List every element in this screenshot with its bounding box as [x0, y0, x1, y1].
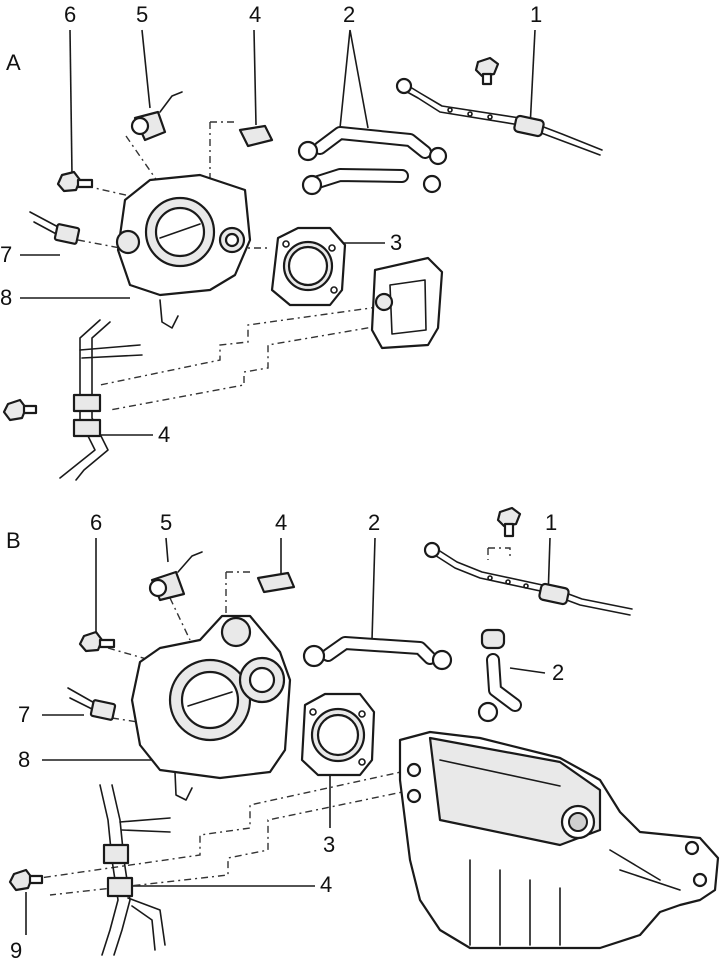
callout-b-2-top: 2 — [368, 510, 380, 535]
bolt-icon-b — [496, 506, 522, 538]
callout-a-6: 6 — [64, 2, 76, 27]
bolt-b — [78, 630, 116, 653]
callout-a-2: 2 — [343, 2, 355, 27]
callout-b-1: 1 — [545, 510, 557, 535]
sensor-a — [130, 91, 183, 142]
throttle-cable-a — [395, 77, 603, 156]
panel-b: B 1 2 2 3 4 4 5 6 7 8 9 — [6, 506, 720, 963]
throttle-body-a — [115, 173, 252, 329]
callout-b-8: 8 — [18, 747, 30, 772]
throttle-body-b — [130, 614, 292, 801]
panel-a: A 1 2 3 4 4 5 6 7 8 — [0, 2, 603, 481]
callout-a-3: 3 — [390, 230, 402, 255]
gasket-b — [300, 692, 376, 777]
bolt-icon-lower-a — [2, 398, 38, 422]
callout-a-4-top: 4 — [249, 2, 261, 27]
callout-a-4-bottom: 4 — [158, 422, 170, 447]
throttle-cable-b — [423, 541, 633, 616]
harness-b — [99, 784, 171, 956]
gasket-a — [270, 226, 347, 307]
callout-a-5: 5 — [136, 2, 148, 27]
callout-b-7: 7 — [18, 702, 30, 727]
callout-a-8: 8 — [0, 285, 12, 310]
bolt-icon-b-9 — [8, 868, 44, 892]
callout-b-5: 5 — [160, 510, 172, 535]
callout-b-2-right: 2 — [552, 660, 564, 685]
panel-label-a: A — [6, 50, 21, 75]
spacer-plate-a — [370, 256, 444, 350]
connector-a — [29, 211, 81, 245]
harness-a — [59, 319, 143, 481]
elbow-hose-b — [477, 628, 522, 723]
callout-b-4-top: 4 — [275, 510, 287, 535]
callout-b-3: 3 — [323, 832, 335, 857]
callout-b-6: 6 — [90, 510, 102, 535]
bolt-icon — [474, 56, 500, 86]
bracket-a — [238, 124, 274, 148]
sensor-b — [148, 551, 203, 602]
intake-manifold — [398, 730, 720, 950]
callout-a-1: 1 — [530, 2, 542, 27]
coolant-hose-b — [302, 636, 453, 671]
connector-b — [67, 687, 117, 721]
bracket-b — [256, 571, 296, 594]
callout-b-9: 9 — [10, 938, 22, 963]
panel-label-b: B — [6, 528, 21, 553]
callout-a-7: 7 — [0, 242, 12, 267]
coolant-hoses-a — [297, 126, 448, 196]
callout-b-4-bottom: 4 — [320, 872, 332, 897]
bolt-a — [56, 170, 94, 193]
